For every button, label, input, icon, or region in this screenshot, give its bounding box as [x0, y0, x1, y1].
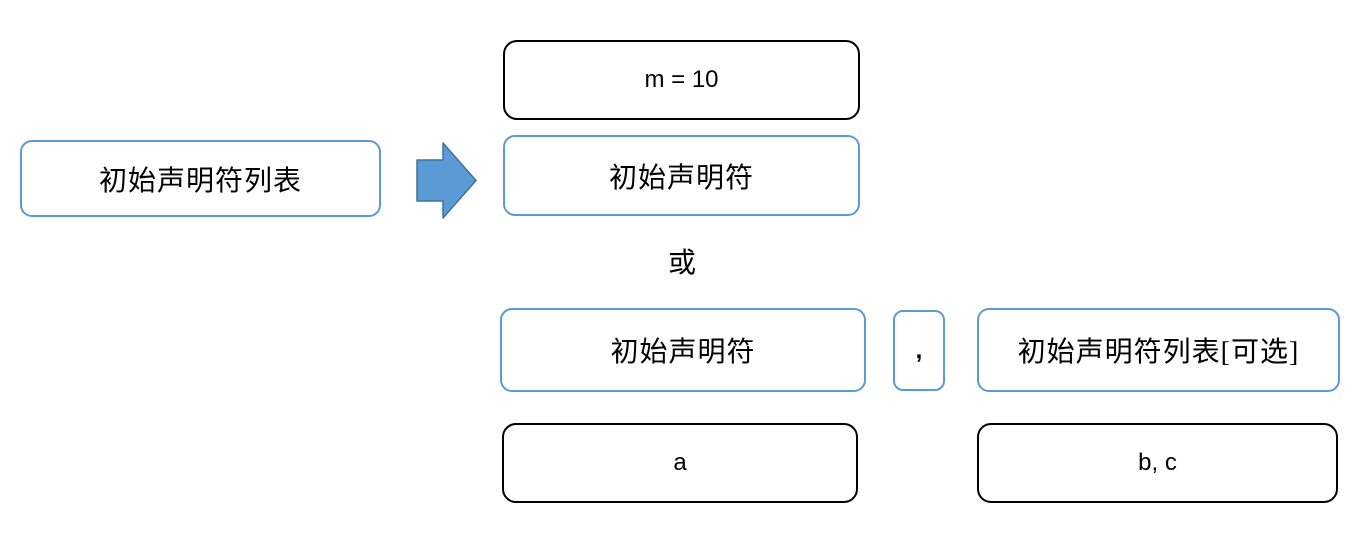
right-block-arrow-icon	[416, 142, 478, 219]
m-value-box: m = 10	[503, 40, 860, 120]
comma-label: ,	[915, 336, 923, 364]
comma-box: ,	[893, 310, 945, 391]
initial-declarator-bottom-label: 初始声明符	[610, 337, 756, 368]
example-a-box: a	[502, 423, 858, 503]
initial-declarator-list-optional-label: 初始声明符列表[可选]	[1017, 337, 1300, 368]
initial-declarator-box-bottom: 初始声明符	[500, 308, 866, 392]
initial-declarator-box-top: 初始声明符	[503, 135, 860, 216]
example-a-label: a	[673, 449, 687, 476]
m-value-label: m = 10	[644, 66, 719, 93]
initial-declarator-list-label: 初始声明符列表	[98, 165, 302, 197]
initial-declarator-list-optional-box: 初始声明符列表[可选]	[977, 308, 1340, 392]
right-block-arrow-svg	[416, 142, 477, 219]
initial-declarator-top-label: 初始声明符	[608, 162, 754, 194]
example-bc-box: b, c	[977, 423, 1338, 503]
or-connector-label: 或	[667, 248, 696, 279]
initial-declarator-list-box: 初始声明符列表	[20, 140, 381, 217]
example-bc-label: b, c	[1138, 449, 1177, 476]
